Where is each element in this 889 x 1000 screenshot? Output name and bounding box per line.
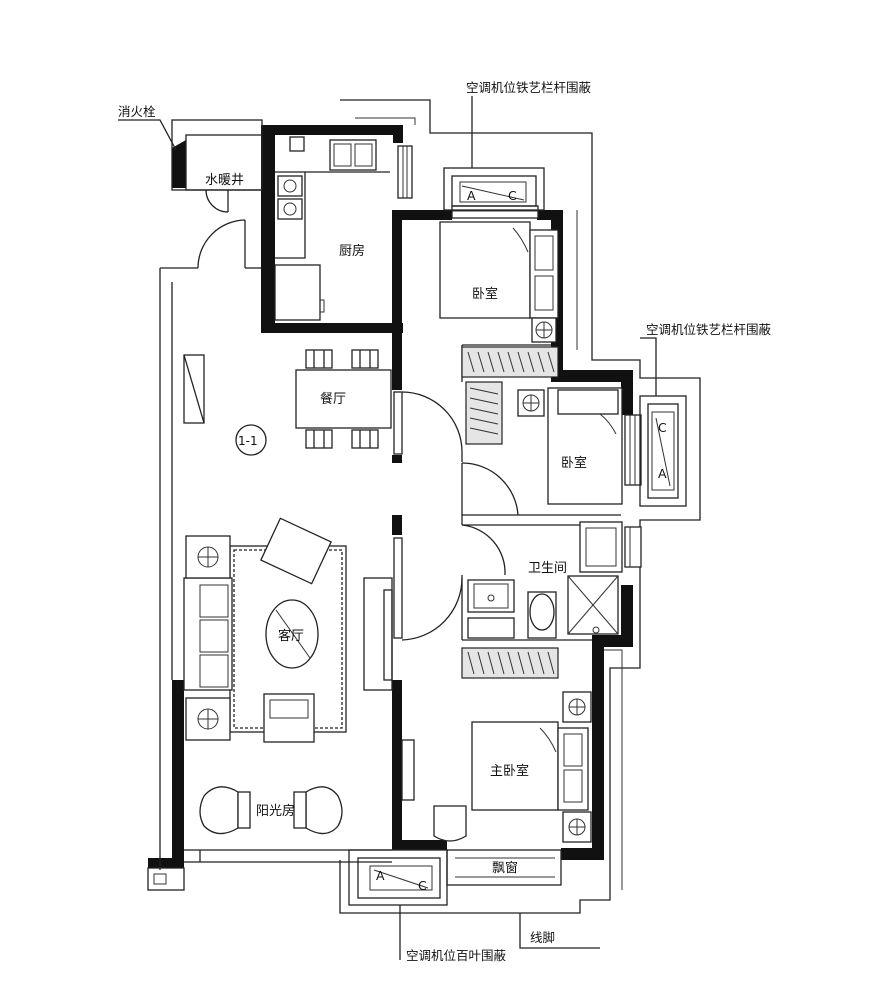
doors (393, 391, 519, 641)
room-label-master-bedroom: 主卧室 (490, 763, 529, 779)
thin-walls (159, 119, 621, 870)
annotation-skirting: 线脚 (530, 930, 555, 945)
ac-letter-a-right: A (658, 466, 667, 481)
dining-table (295, 349, 392, 449)
annotation-ac-rail-right: 空调机位铁艺栏杆围蔽 (646, 322, 772, 337)
room-label-water-shaft: 水暖井 (205, 173, 244, 188)
kitchen-fixtures (274, 136, 390, 321)
room-label-bedroom-mid: 卧室 (561, 455, 587, 471)
ac-unit-bottom: A C (348, 849, 448, 906)
ac-letter-c-bottom: C (418, 878, 427, 893)
ac-unit-top: A C (443, 167, 545, 211)
living-room-furniture (183, 517, 347, 743)
annotation-ac-rail-top: 空调机位铁艺栏杆围蔽 (466, 80, 592, 95)
room-label-living: 客厅 (278, 628, 304, 644)
master-bedroom-furniture (433, 691, 592, 843)
annotation-fire-hydrant: 消火栓 (118, 104, 156, 119)
room-label-bay-window: 飘窗 (492, 860, 518, 876)
bedroom-mid-furniture (461, 346, 623, 505)
unit-label: 1-1 (235, 424, 267, 456)
walls (148, 125, 633, 868)
sunroom-furniture (199, 786, 343, 835)
room-label-kitchen: 厨房 (339, 243, 365, 259)
room-label-sunroom: 阳光房 (256, 803, 295, 819)
bedroom-top-furniture (439, 221, 559, 343)
master-wardrobe (461, 647, 559, 679)
windows (397, 145, 642, 886)
room-label-bathroom: 卫生间 (528, 561, 567, 576)
ac-letter-c-right: C (658, 420, 667, 435)
bathroom-fixtures (467, 521, 623, 639)
leader-lines (118, 96, 657, 960)
facade-outline (339, 99, 701, 914)
ac-letter-a-bottom: A (376, 868, 385, 883)
room-label-dining: 餐厅 (320, 391, 346, 407)
bottom-left-step (147, 867, 185, 891)
ac-letter-a: A (467, 188, 476, 203)
room-label-bedroom-top: 卧室 (472, 286, 498, 302)
ac-unit-right: C A (639, 395, 687, 507)
annotation-ac-louver-bottom: 空调机位百叶围蔽 (406, 948, 507, 963)
unit-label-text: 1-1 (238, 434, 258, 448)
ac-letter-c: C (508, 188, 517, 203)
